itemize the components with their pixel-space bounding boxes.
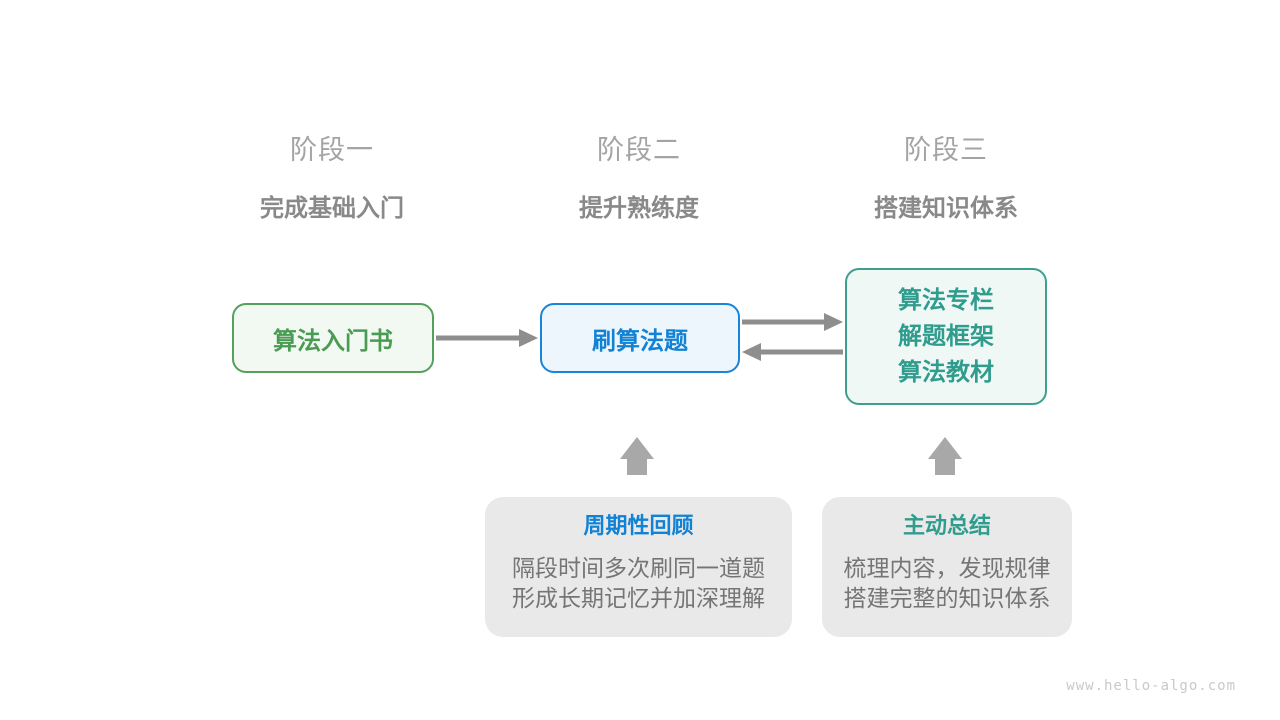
block-up-arrow-review-icon (620, 437, 654, 475)
node-resources-line-3: 算法教材 (898, 358, 994, 386)
note-active-summary: 主动总结 梳理内容，发现规律 搭建完整的知识体系 (822, 497, 1072, 637)
stage-1-header: 阶段一 完成基础入门 (172, 128, 492, 223)
stage-1-subtitle: 完成基础入门 (260, 195, 404, 222)
stage-3-subtitle: 搭建知识体系 (874, 195, 1018, 222)
note-active-summary-title: 主动总结 (902, 513, 991, 538)
stage-1-label: 阶段一 (290, 135, 374, 165)
node-resources-line-1: 算法专栏 (898, 286, 994, 314)
note-periodic-review: 周期性回顾 隔段时间多次刷同一道题 形成长期记忆并加深理解 (485, 497, 792, 637)
node-intro-book-label: 算法入门书 (273, 327, 393, 355)
note-active-summary-line-1: 梳理内容，发现规律 (843, 555, 1051, 581)
note-active-summary-line-2: 搭建完整的知识体系 (843, 585, 1051, 611)
stage-3-header: 阶段三 搭建知识体系 (786, 128, 1106, 223)
note-periodic-review-title: 周期性回顾 (583, 513, 694, 538)
arrow-practice-to-resources-icon (742, 313, 843, 331)
watermark: www.hello-algo.com (1066, 678, 1236, 694)
node-practice-problems-label: 刷算法题 (592, 327, 688, 355)
stage-2-header: 阶段二 提升熟练度 (479, 128, 799, 223)
note-periodic-review-line-2: 形成长期记忆并加深理解 (512, 585, 765, 611)
note-periodic-review-line-1: 隔段时间多次刷同一道题 (512, 555, 765, 581)
stage-2-label: 阶段二 (597, 135, 681, 165)
node-practice-problems: 刷算法题 (540, 303, 740, 373)
stage-2-subtitle: 提升熟练度 (579, 195, 699, 222)
stage-3-label: 阶段三 (904, 135, 988, 165)
note-periodic-review-body: 隔段时间多次刷同一道题 形成长期记忆并加深理解 (485, 553, 792, 613)
arrow-resources-to-practice-icon (742, 343, 843, 361)
node-intro-book: 算法入门书 (232, 303, 434, 373)
arrow-intro-to-practice-icon (436, 329, 538, 347)
node-knowledge-resources: 算法专栏 解题框架 算法教材 (845, 268, 1047, 405)
note-active-summary-body: 梳理内容，发现规律 搭建完整的知识体系 (822, 553, 1072, 613)
node-resources-line-2: 解题框架 (898, 322, 994, 350)
block-up-arrow-summary-icon (928, 437, 962, 475)
